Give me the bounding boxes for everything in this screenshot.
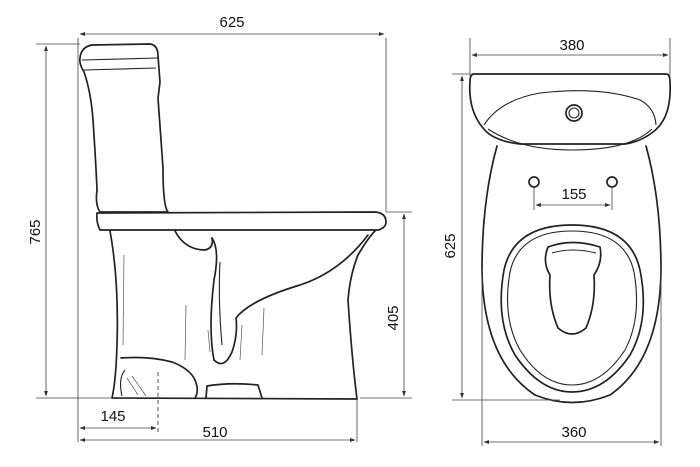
tank-top-inner bbox=[483, 90, 657, 126]
dim-label-side-length: 625 bbox=[219, 14, 244, 31]
shading bbox=[122, 254, 125, 346]
bowl-outlet bbox=[544, 241, 602, 335]
trapway-curve bbox=[210, 237, 218, 361]
shading bbox=[126, 375, 147, 397]
tank-top-inner bbox=[487, 128, 653, 151]
seat-outline bbox=[95, 211, 387, 231]
pedestal-outline bbox=[109, 230, 376, 400]
shading bbox=[239, 324, 243, 361]
bowl-outline bbox=[481, 145, 662, 404]
dim-label-base-length: 510 bbox=[202, 424, 227, 441]
shading bbox=[207, 329, 211, 353]
flush-button-inner bbox=[568, 107, 580, 119]
dim-label-outlet-offset: 145 bbox=[100, 408, 125, 425]
trapway-curve bbox=[213, 234, 369, 365]
shading bbox=[184, 304, 187, 361]
side-view: 625 765 405 145 510 bbox=[27, 14, 412, 442]
base-foot bbox=[205, 382, 263, 399]
trapway-inner bbox=[218, 261, 223, 346]
tank-outline bbox=[78, 43, 169, 213]
bowl-outlet-inner bbox=[551, 249, 597, 254]
top-view: 380 625 155 360 bbox=[442, 37, 672, 446]
base-foot bbox=[119, 369, 126, 397]
bowl-rim-inner bbox=[506, 230, 638, 386]
tank-lid-line bbox=[83, 67, 157, 71]
flush-button bbox=[565, 104, 583, 122]
trapway-curve bbox=[174, 230, 214, 251]
dim-label-top-depth: 625 bbox=[442, 233, 459, 258]
base-foot bbox=[120, 356, 199, 399]
bolt-hole-right bbox=[606, 176, 618, 188]
dim-label-seat-height: 405 bbox=[385, 305, 402, 330]
dim-label-bolt-spacing: 155 bbox=[561, 186, 586, 203]
shading bbox=[261, 307, 265, 356]
tank-lid-line bbox=[81, 57, 159, 61]
bowl-rim bbox=[500, 224, 645, 393]
dim-label-bowl-width: 360 bbox=[561, 424, 586, 441]
dim-label-tank-width: 380 bbox=[559, 37, 584, 54]
dim-label-side-height: 765 bbox=[27, 219, 44, 244]
bolt-hole-left bbox=[528, 176, 540, 188]
